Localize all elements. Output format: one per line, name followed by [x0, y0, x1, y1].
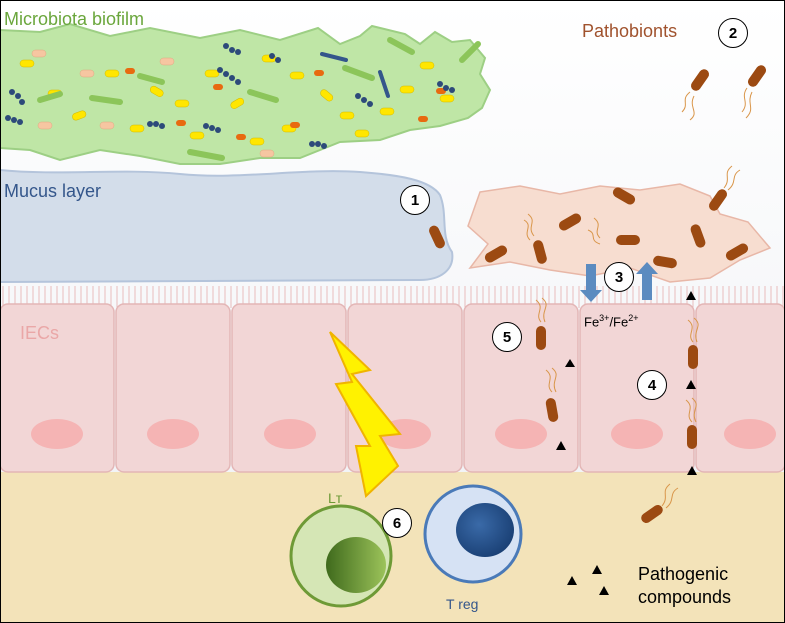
- lt-label: Lᴛ: [328, 490, 343, 506]
- arrow-up-icon: [636, 262, 658, 300]
- iron-exchange-arrows: [580, 262, 658, 302]
- step-1-badge: 1: [400, 185, 430, 215]
- iecs-label: IECs: [20, 323, 60, 343]
- iron-label-fe2: /Fe: [609, 314, 629, 330]
- treg-label: T reg: [446, 596, 479, 612]
- pathogenic-line1: Pathogenic: [638, 564, 729, 584]
- step-3-badge: 3: [604, 262, 634, 292]
- pathogenic-line2: compounds: [638, 587, 732, 607]
- step-6-badge: 6: [382, 508, 412, 538]
- step-4-badge: 4: [637, 370, 667, 400]
- iron-label-sup2: 2+: [628, 313, 639, 323]
- mucus-layer-label: Mucus layer: [4, 181, 102, 201]
- pathogenic-compound-triangles: [556, 291, 697, 595]
- iron-label: Fe3+/Fe2+: [584, 313, 639, 329]
- pathobionts-label: Pathobionts: [582, 21, 678, 41]
- pathogenic-compounds-label: Pathogenic compounds: [638, 563, 731, 609]
- lightning-bolt-icon: [329, 331, 402, 498]
- lamina-propria: [0, 472, 785, 623]
- microbiota-biofilm: [0, 22, 492, 165]
- commensal-bacteria: [5, 37, 481, 161]
- microbiota-biofilm-label: Microbiota biofilm: [4, 9, 145, 29]
- epithelial-layer: [0, 286, 785, 473]
- flagella: [523, 87, 753, 509]
- iron-label-sup1: 3+: [599, 313, 610, 323]
- arrow-down-icon: [580, 264, 602, 302]
- iron-label-fe: Fe: [584, 314, 600, 330]
- step-2-badge: 2: [718, 18, 748, 48]
- lt-cell: [289, 504, 393, 608]
- step-5-badge: 5: [492, 322, 522, 352]
- mucus-layer: [0, 168, 454, 284]
- treg-cell: [423, 484, 523, 584]
